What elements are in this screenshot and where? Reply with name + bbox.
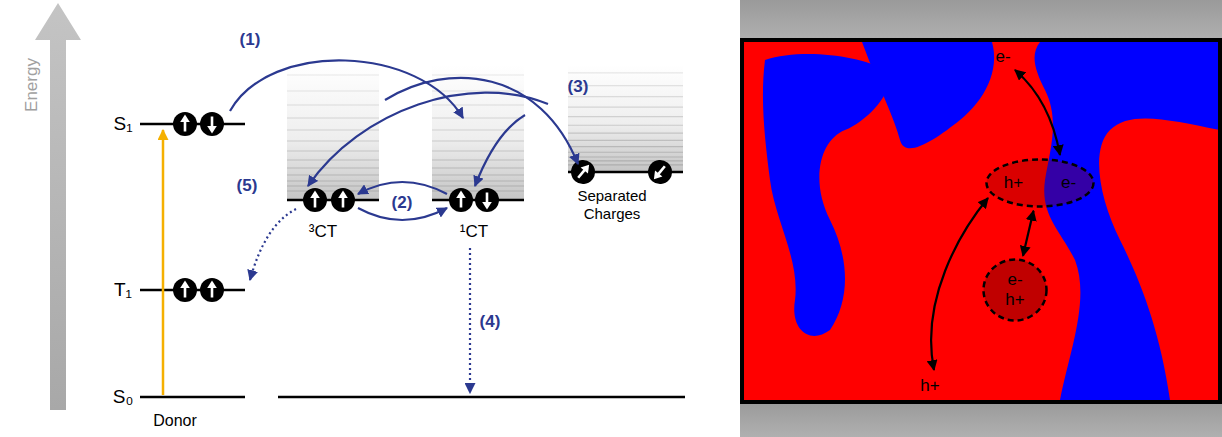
carrier-ellipse: e-h+	[982, 258, 1048, 322]
electrode-band	[740, 0, 1222, 40]
callout-number: (4)	[480, 312, 501, 332]
carrier-label: h+	[920, 376, 939, 396]
ellipse-shape	[984, 260, 1047, 321]
transfer-arrow	[308, 93, 548, 186]
state-label: Separated Charges	[567, 187, 657, 223]
state-label: ¹CT	[460, 222, 488, 242]
callout-number: (2)	[392, 193, 413, 213]
acceptor-phase	[763, 42, 1220, 400]
spin-symbol	[200, 278, 224, 302]
ellipse-content: h+ e-	[985, 158, 1095, 208]
transfer-arrow	[385, 78, 578, 164]
excitation-arrow	[162, 130, 165, 395]
ellipse-outline	[985, 158, 1095, 208]
ellipse-shape	[987, 160, 1094, 207]
diffusion-arrow	[931, 198, 988, 370]
callout-number: (1)	[240, 30, 261, 50]
energy-levels	[140, 124, 685, 397]
state-band	[568, 65, 683, 172]
carrier-label: h+	[1004, 173, 1023, 193]
spin-symbol	[173, 278, 197, 302]
carrier-label: e-	[1007, 270, 1022, 290]
spin-symbol	[331, 188, 355, 212]
carrier-ellipse: h+ e-	[985, 158, 1095, 208]
transfer-arrow	[475, 115, 525, 186]
acceptor-domain	[862, 42, 994, 148]
transfer-arrow	[230, 60, 463, 118]
spin-symbol	[200, 112, 224, 136]
energy-level	[278, 396, 685, 399]
spin-symbol	[475, 188, 499, 212]
energy-level	[140, 396, 245, 399]
state-label: T₁	[114, 279, 132, 302]
carrier-label: h+	[1005, 290, 1024, 310]
transfer-arrow	[358, 182, 447, 194]
diffusion-arrow	[1015, 70, 1060, 155]
process-arrows	[230, 60, 578, 393]
carrier-label: e-	[995, 47, 1010, 67]
diffusion-arrows	[931, 70, 1060, 370]
energy-axis-arrow	[35, 3, 81, 410]
decay-arrow	[469, 248, 471, 393]
state-band	[287, 65, 379, 200]
decay-arrow	[250, 209, 296, 280]
ellipse-content: e-h+	[982, 258, 1048, 322]
electrode-band	[740, 402, 1222, 437]
callout-number: (5)	[237, 176, 258, 196]
spin-symbol	[566, 155, 600, 189]
spin-symbol	[173, 112, 197, 136]
callout-number: (3)	[568, 77, 589, 97]
axis-label: Energy	[22, 58, 42, 112]
spin-symbol	[643, 155, 677, 189]
state-label: ³CT	[309, 222, 337, 242]
carrier-label: e-	[1061, 173, 1076, 193]
material-label: Donor	[153, 411, 197, 430]
acceptor-domain	[763, 54, 889, 336]
donor-phase	[742, 40, 1220, 402]
state-label: S₁	[113, 113, 132, 136]
state-band	[432, 65, 524, 200]
device-border	[742, 40, 1220, 402]
acceptor-domain	[1035, 42, 1220, 400]
spin-symbol	[303, 188, 327, 212]
exchange-arrow	[1023, 211, 1034, 256]
spin-symbol	[449, 188, 473, 212]
state-label: S₀	[113, 386, 134, 409]
